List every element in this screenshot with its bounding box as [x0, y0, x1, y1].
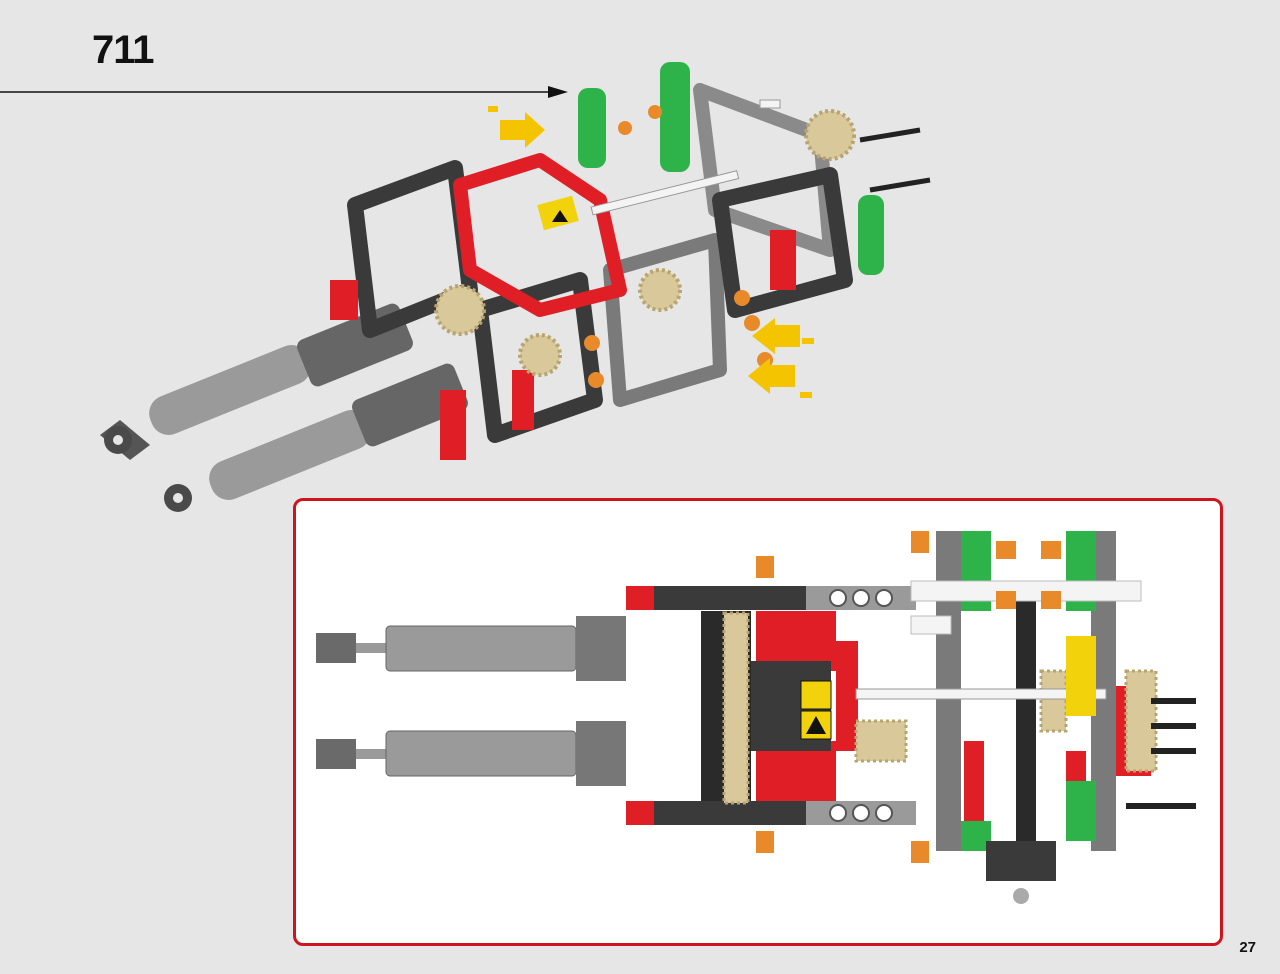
axles — [590, 99, 931, 216]
orange-bushes — [584, 105, 773, 388]
detail-view-illustration — [316, 531, 1196, 904]
frame-right — [712, 167, 853, 318]
insertion-arrow-icon — [488, 106, 814, 398]
page-number: 27 — [1239, 939, 1256, 956]
frame-center — [603, 83, 837, 407]
arrow-right-icon — [0, 86, 568, 98]
detail-piston-upper — [316, 616, 626, 681]
detail-axles — [855, 580, 1196, 809]
piston-lower — [164, 363, 468, 512]
detail-yellow-beam — [1066, 636, 1096, 716]
detail-tan-gears — [722, 611, 1158, 805]
green-beams — [578, 62, 884, 275]
warning-sticker-icon — [800, 680, 832, 740]
detail-view-frame — [293, 498, 1223, 946]
tan-gears — [434, 109, 856, 377]
red-frame — [330, 153, 796, 460]
detail-piston-lower — [316, 721, 626, 786]
warning-sticker-icon — [537, 195, 579, 231]
step-number: 711 — [92, 28, 155, 72]
detail-orange-bushes — [756, 531, 1061, 863]
main-model-illustration — [0, 62, 931, 512]
